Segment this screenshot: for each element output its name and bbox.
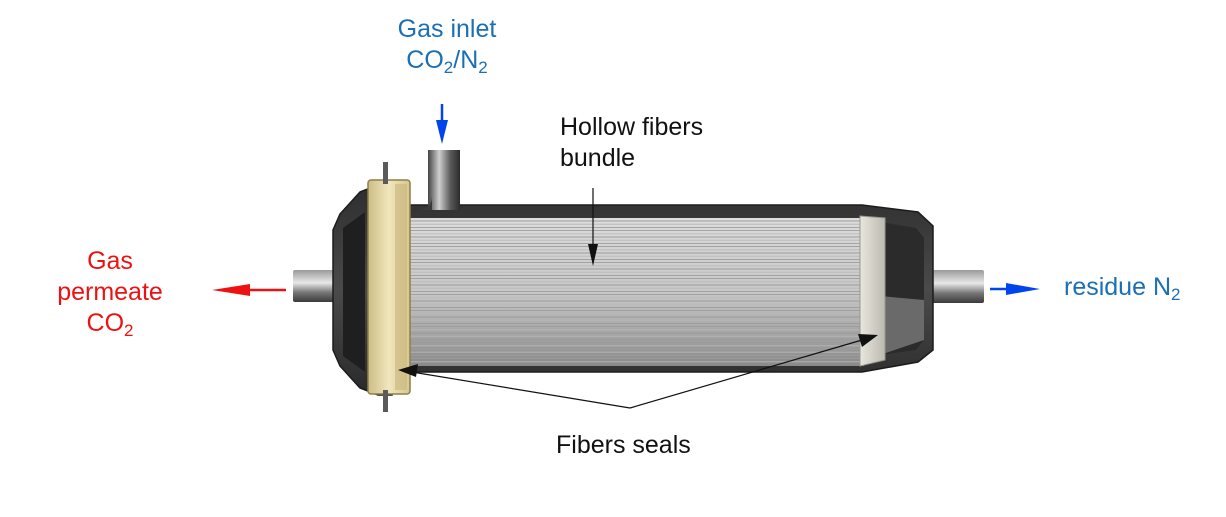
gas-inlet-label: Gas inlet CO2/N2 [372,14,522,76]
bottom-bolt [383,390,388,412]
hollow-fibers-bundle [368,218,864,366]
residue-label: residue N2 [1064,273,1181,304]
inlet-arrow-head [436,120,448,144]
gas-inlet-pipe [428,150,460,210]
fibers-seals-label: Fibers seals [556,431,691,459]
hollow-fibers-label: Hollow fibers bundle [560,113,704,172]
seal-pointer-left [411,371,631,409]
gas-permeate-label: Gas permeate CO2 [50,246,170,339]
permeate-arrow-head [212,284,250,296]
fiber-lines [372,220,862,363]
permeate-outlet-pipe [293,270,343,302]
residue-outlet-pipe [930,270,984,303]
gas-inlet-formula: CO2/N2 [406,46,488,77]
seal-pointer-right [629,339,863,409]
gas-permeate-formula: CO2 [86,309,134,340]
top-bolt [383,162,388,184]
residue-arrow-head [1006,283,1040,295]
right-fibers-seal [859,215,886,367]
